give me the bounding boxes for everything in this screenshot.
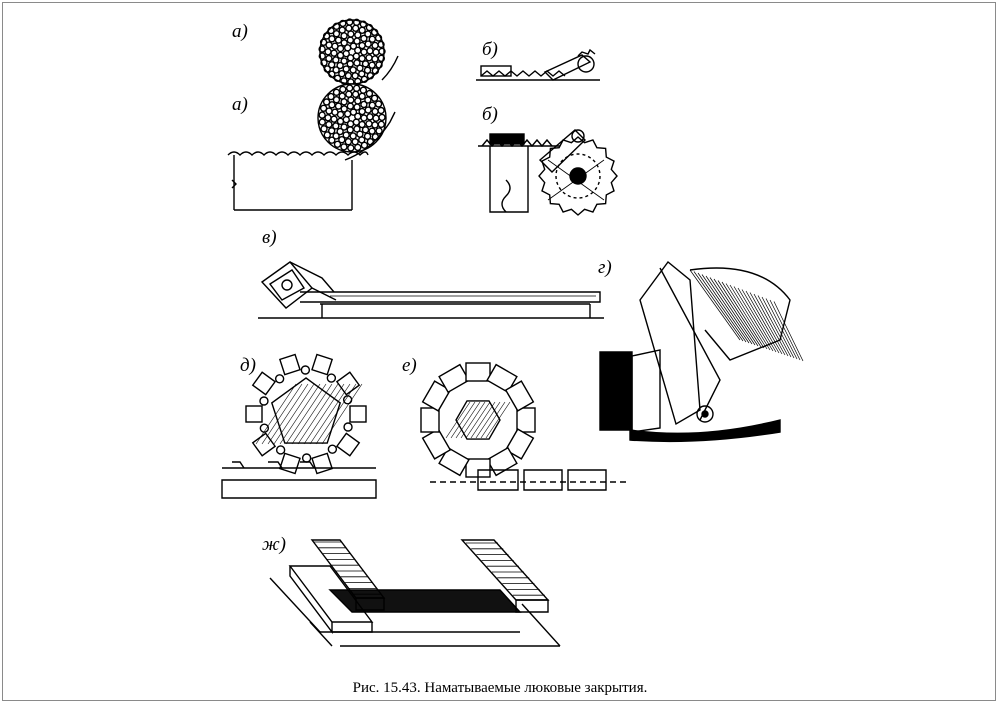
panel-a2-drawing (227, 83, 396, 211)
panel-label-zh: ж) (262, 534, 287, 555)
panel-d-drawing (221, 353, 377, 499)
panel-label-g: г) (598, 257, 612, 278)
panel-v-drawing (258, 261, 604, 319)
panel-a1-drawing (318, 18, 399, 86)
figure-caption: Рис. 15.43. Наматываемые люковые закрыти… (352, 680, 648, 696)
panel-label-b1: б) (482, 39, 498, 60)
panel-label-e: е) (402, 355, 417, 376)
panel-b1-drawing (476, 48, 600, 81)
panel-e-drawing (420, 362, 628, 491)
panel-g-drawing (599, 260, 804, 443)
panel-label-v: в) (262, 227, 277, 248)
panel-label-d: д) (240, 355, 256, 376)
panel-label-a1: а) (232, 21, 248, 42)
panel-b2-drawing (478, 129, 618, 216)
panel-label-b2: б) (482, 104, 498, 125)
panel-label-a2: а) (232, 94, 248, 115)
panel-zh-drawing (269, 539, 561, 647)
